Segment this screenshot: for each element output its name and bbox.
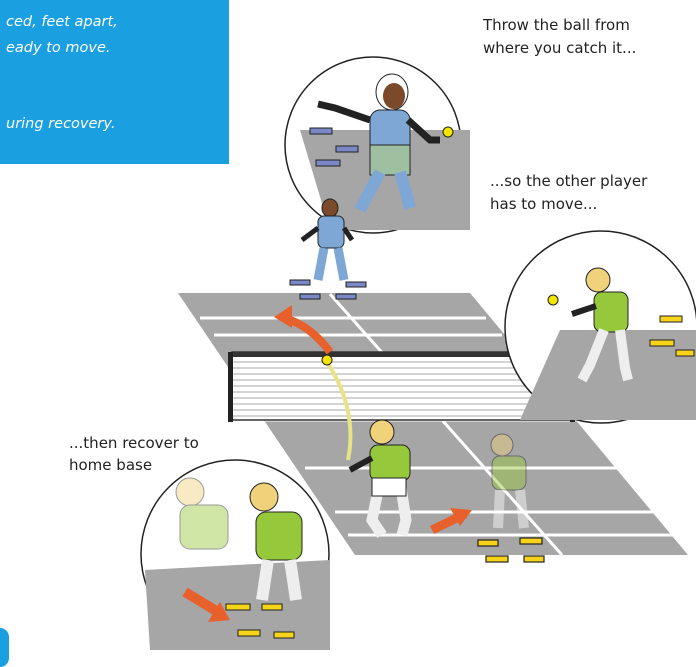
caption-move-line-1: ...so the other player	[490, 170, 647, 192]
caption-recover-line-2: home base	[69, 454, 152, 476]
caption-throw-line-1: Throw the ball from	[483, 14, 630, 36]
caption-throw-line-2: where you catch it...	[483, 37, 636, 59]
caption-move-line-2: has to move...	[490, 193, 597, 215]
girl-closeup-circle	[285, 57, 470, 233]
recovery-closeup-circle	[141, 460, 330, 650]
boy-closeup-circle	[505, 231, 696, 423]
caption-recover-line-1: ...then recover to	[69, 432, 199, 454]
page-tab-marker	[0, 628, 9, 667]
ball	[322, 355, 332, 365]
